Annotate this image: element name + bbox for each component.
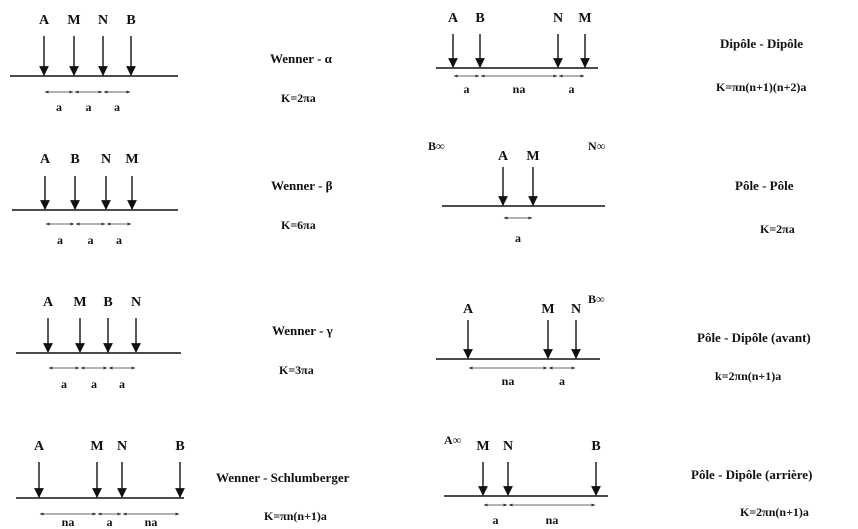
electrode-label: M xyxy=(73,295,86,310)
electrode-label: M xyxy=(90,439,103,454)
dimension-label: a xyxy=(116,233,122,247)
dimension-label: a xyxy=(88,233,94,247)
electrode-label: M xyxy=(67,13,80,28)
electrode-label: A xyxy=(448,11,459,26)
dimension-label: na xyxy=(502,374,515,388)
dimension-label: a xyxy=(57,233,63,247)
electrode-label: B xyxy=(126,13,135,28)
wenner-gamma-diagram: A M B Na a a Wenner - γ K=3πa xyxy=(16,295,333,391)
dimension-label: a xyxy=(86,100,92,114)
geometric-factor: K=2πn(n+1)a xyxy=(740,505,809,519)
dimension-label: a xyxy=(515,231,521,245)
electrode-label: B xyxy=(475,11,484,26)
dimension-label: a xyxy=(559,374,565,388)
electrode-label: M xyxy=(476,439,489,454)
dimension-label: a xyxy=(56,100,62,114)
electrode-label: A xyxy=(39,13,50,28)
geometric-factor: K=2πa xyxy=(281,91,316,105)
electrode-label: B xyxy=(591,439,600,454)
electrode-label: B xyxy=(175,439,184,454)
dimension-label: a xyxy=(114,100,120,114)
dimension-label: a xyxy=(493,513,499,527)
dimension-label: na xyxy=(513,82,526,96)
remote-electrode-label: A∞ xyxy=(444,433,462,447)
electrode-label: M xyxy=(526,149,539,164)
dimension-label: a xyxy=(61,377,67,391)
remote-electrode-label: N∞ xyxy=(588,139,606,153)
electrode-label: B xyxy=(70,152,79,167)
dimension-label: na xyxy=(546,513,559,527)
geometric-factor: K=6πa xyxy=(281,218,316,232)
geometric-factor: k=2πn(n+1)a xyxy=(715,369,781,383)
array-title: Pôle - Dipôle (arrière) xyxy=(691,467,812,482)
geometric-factor: K=2πa xyxy=(760,222,795,236)
electrode-label: A xyxy=(498,149,509,164)
array-title: Pôle - Pôle xyxy=(735,178,794,193)
geometric-factor: K=3πa xyxy=(279,363,314,377)
remote-electrode-label: B∞ xyxy=(428,139,445,153)
electrode-label: A xyxy=(43,295,54,310)
array-title: Wenner - β xyxy=(271,178,333,193)
array-title: Wenner - α xyxy=(270,51,333,66)
electrode-label: N xyxy=(101,152,111,167)
array-title: Wenner - Schlumberger xyxy=(216,470,350,485)
dimension-label: na xyxy=(145,515,158,529)
array-title: Dipôle - Dipôle xyxy=(720,36,803,51)
electrode-label: N xyxy=(98,13,108,28)
array-title: Pôle - Dipôle (avant) xyxy=(697,330,811,345)
electrode-label: N xyxy=(553,11,563,26)
geometric-factor: K=πn(n+1)a xyxy=(264,509,327,523)
dimension-label: a xyxy=(119,377,125,391)
array-title: Wenner - γ xyxy=(272,323,333,338)
electrode-label: N xyxy=(503,439,513,454)
electrode-label: A xyxy=(463,302,474,317)
electrode-label: M xyxy=(541,302,554,317)
dimension-label: a xyxy=(464,82,470,96)
electrode-label: M xyxy=(578,11,591,26)
pole-dipole-forward-diagram: A M N B∞ na a Pôle - Dipôle (avant) k=2πn(n+1)a xyxy=(436,292,811,388)
remote-electrode-label: B∞ xyxy=(588,292,605,306)
dimension-label: a xyxy=(107,515,113,529)
electrode-label: N xyxy=(117,439,127,454)
geometric-factor: K=πn(n+1)(n+2)a xyxy=(716,80,806,94)
dimension-label: a xyxy=(569,82,575,96)
electrode-label: A xyxy=(40,152,51,167)
dimension-label: a xyxy=(91,377,97,391)
electrode-label: N xyxy=(571,302,581,317)
electrode-label: M xyxy=(125,152,138,167)
wenner-alpha-diagram: A M N Ba a a Wenner - α K=2πa xyxy=(10,13,333,114)
electrode-label: B xyxy=(103,295,112,310)
electrode-label: A xyxy=(34,439,45,454)
electrode-label: N xyxy=(131,295,141,310)
dimension-label: na xyxy=(62,515,75,529)
